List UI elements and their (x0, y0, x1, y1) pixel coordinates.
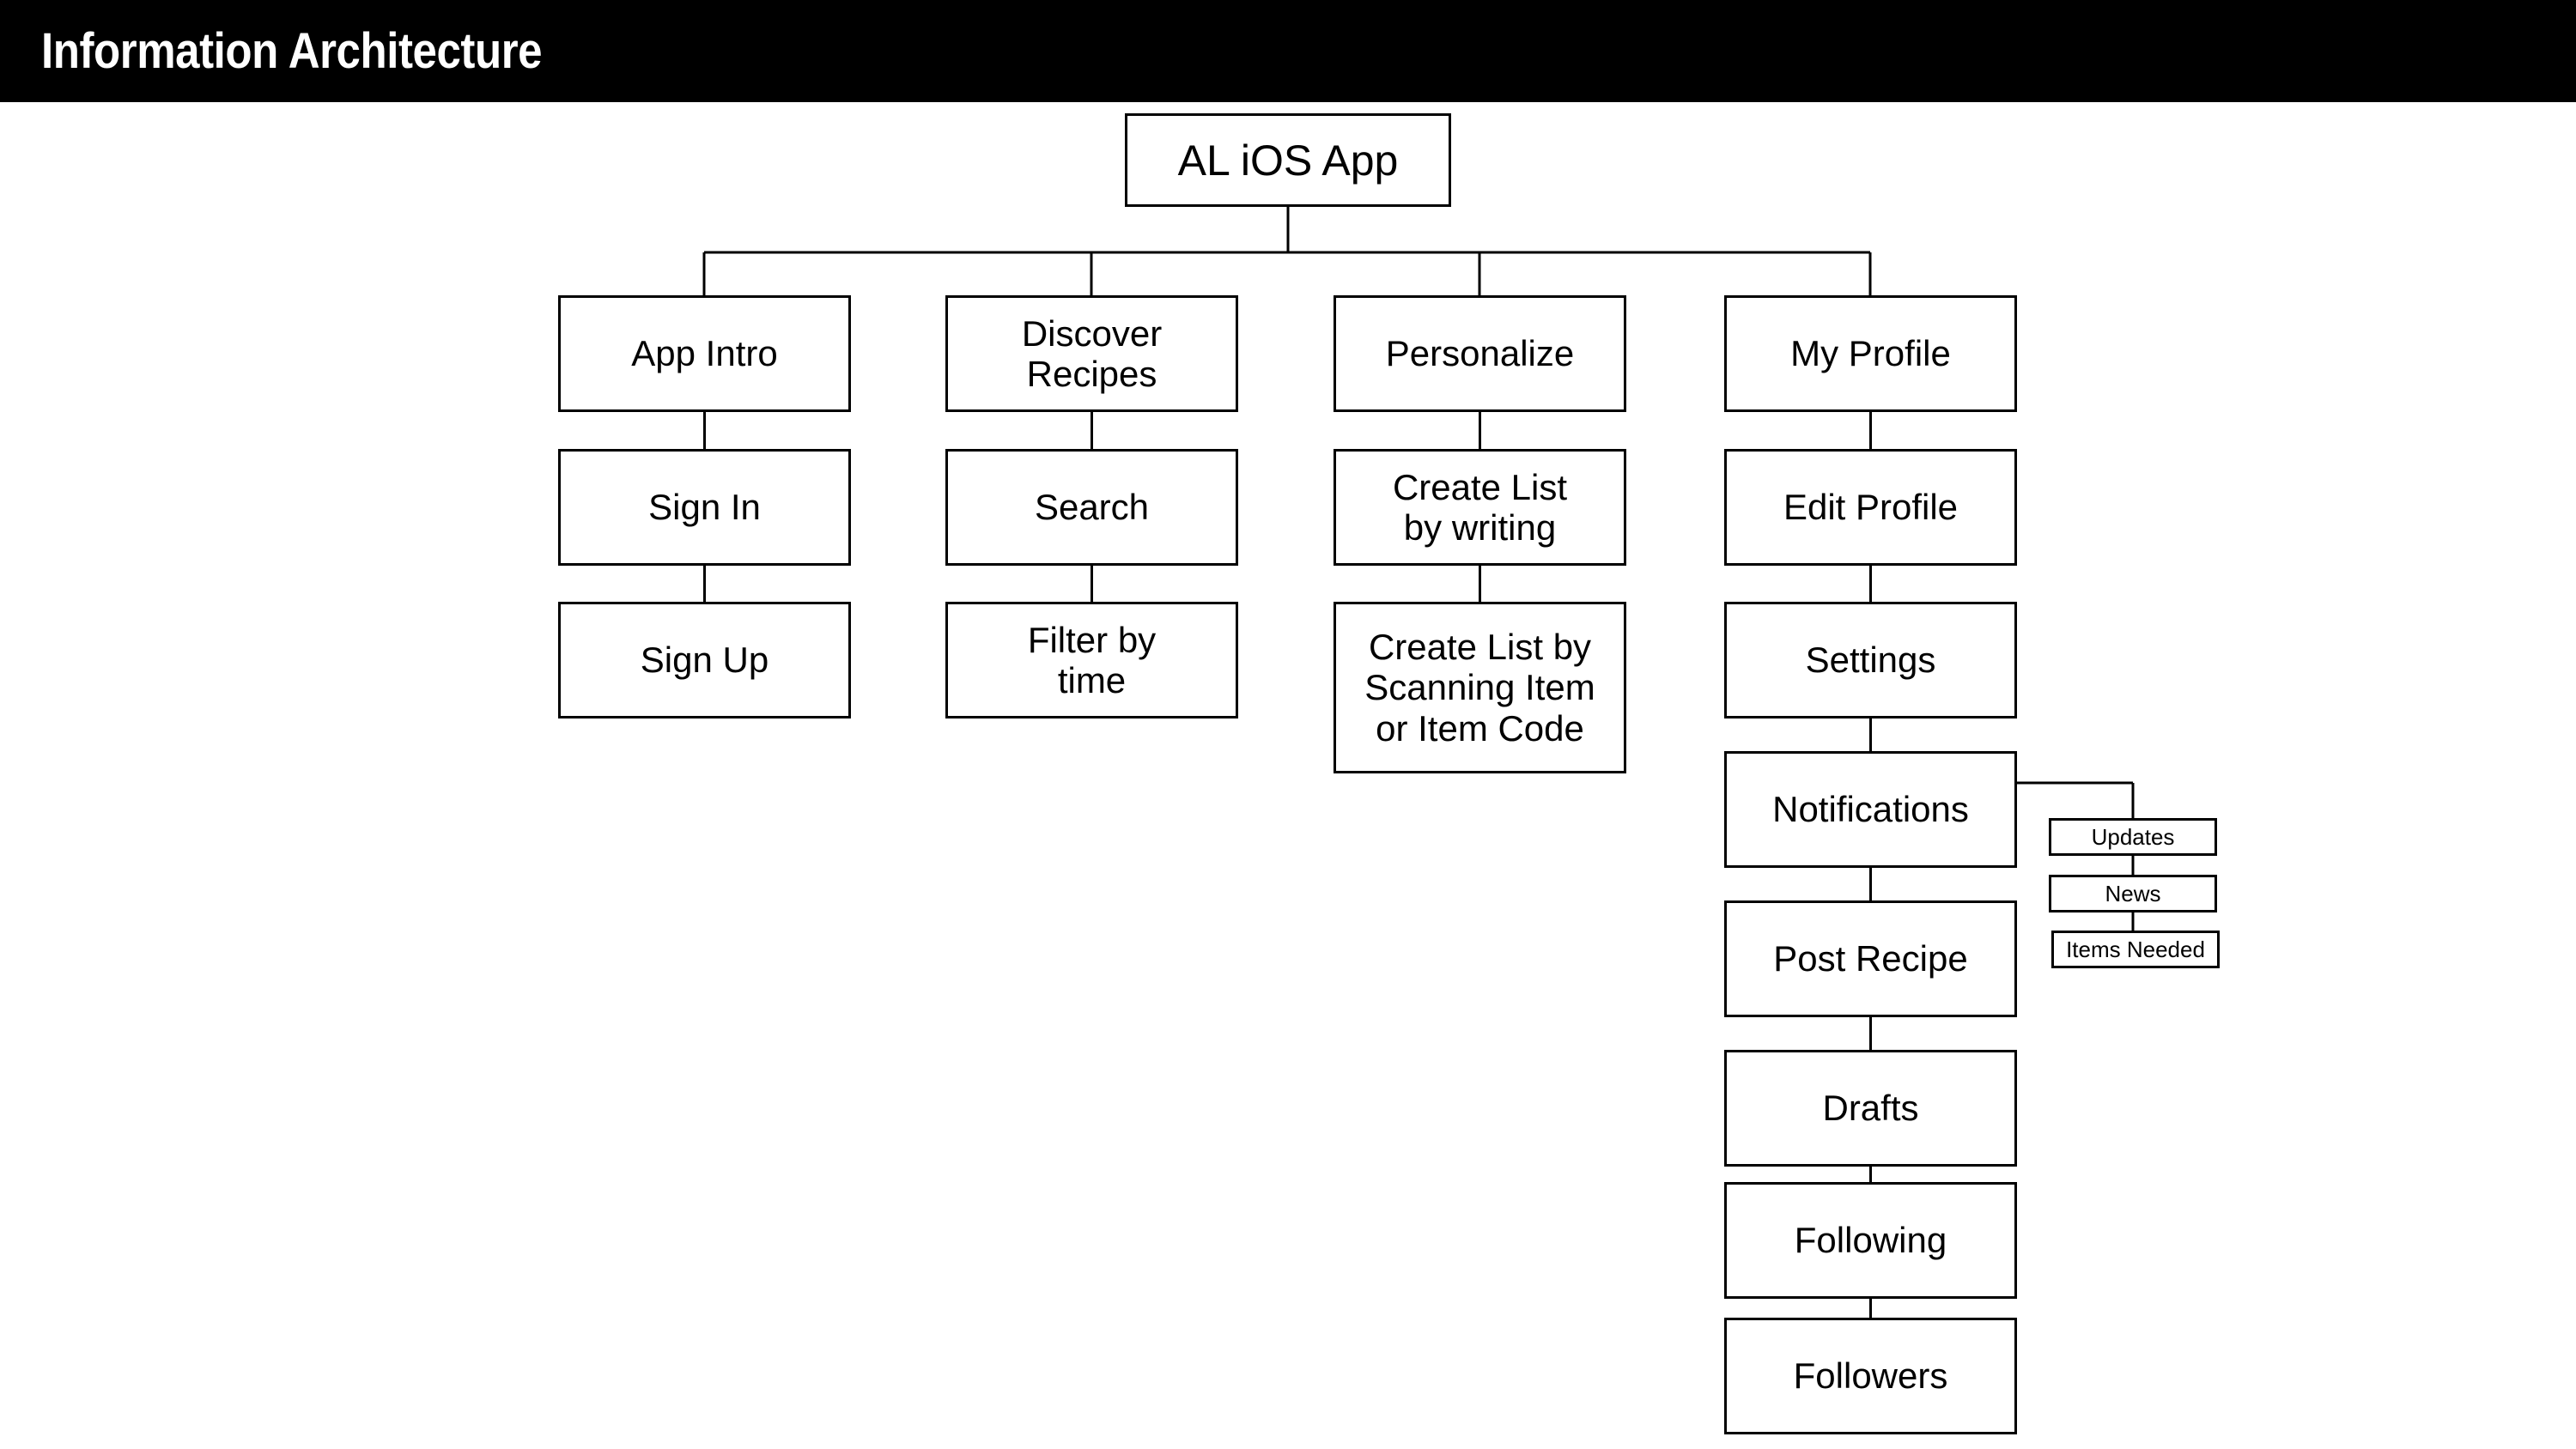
node-following[interactable]: Following (1724, 1182, 2017, 1299)
node-sign-up[interactable]: Sign Up (558, 602, 851, 718)
node-label: My Profile (1790, 333, 1951, 374)
node-label: Discover Recipes (1021, 312, 1163, 394)
node-label: Create List by writing (1392, 466, 1568, 548)
node-news[interactable]: News (2049, 875, 2217, 912)
connector-layer (702, 207, 2135, 1318)
node-label: Following (1794, 1220, 1947, 1261)
node-create-list-by-scanning[interactable]: Create List by Scanning Item or Item Cod… (1334, 602, 1626, 773)
page-title: Information Architecture (41, 22, 543, 79)
node-edit-profile[interactable]: Edit Profile (1724, 449, 2017, 566)
node-label: Items Needed (2066, 937, 2205, 962)
node-label: News (2105, 881, 2161, 906)
node-create-list-by-writing[interactable]: Create List by writing (1334, 449, 1626, 566)
node-updates[interactable]: Updates (2049, 818, 2217, 856)
node-notifications[interactable]: Notifications (1724, 751, 2017, 868)
node-label: Notifications (1772, 789, 1969, 830)
node-label: Updates (2091, 824, 2175, 850)
node-label: Drafts (1822, 1088, 1919, 1129)
node-label: Search (1034, 487, 1150, 528)
node-label: Sign Up (640, 640, 769, 681)
node-settings[interactable]: Settings (1724, 602, 2017, 718)
node-label: AL iOS App (1177, 136, 1399, 185)
node-label: Followers (1793, 1355, 1948, 1397)
node-drafts[interactable]: Drafts (1724, 1050, 2017, 1167)
node-items-needed[interactable]: Items Needed (2051, 931, 2220, 968)
node-label: App Intro (631, 333, 778, 374)
node-sign-in[interactable]: Sign In (558, 449, 851, 566)
node-label: Filter by time (1027, 619, 1157, 700)
node-label: Post Recipe (1773, 938, 1968, 979)
node-my-profile[interactable]: My Profile (1724, 295, 2017, 412)
node-search[interactable]: Search (945, 449, 1238, 566)
node-filter-by-time[interactable]: Filter by time (945, 602, 1238, 718)
node-post-recipe[interactable]: Post Recipe (1724, 900, 2017, 1017)
node-root[interactable]: AL iOS App (1125, 113, 1451, 207)
node-label: Personalize (1385, 333, 1575, 374)
node-app-intro[interactable]: App Intro (558, 295, 851, 412)
node-label: Settings (1805, 640, 1936, 681)
node-label: Edit Profile (1783, 487, 1959, 528)
node-personalize[interactable]: Personalize (1334, 295, 1626, 412)
node-label: Sign In (648, 487, 761, 528)
node-discover-recipes[interactable]: Discover Recipes (945, 295, 1238, 412)
node-followers[interactable]: Followers (1724, 1318, 2017, 1434)
node-label: Create List by Scanning Item or Item Cod… (1364, 627, 1595, 749)
header-bar: Information Architecture (0, 0, 2576, 102)
